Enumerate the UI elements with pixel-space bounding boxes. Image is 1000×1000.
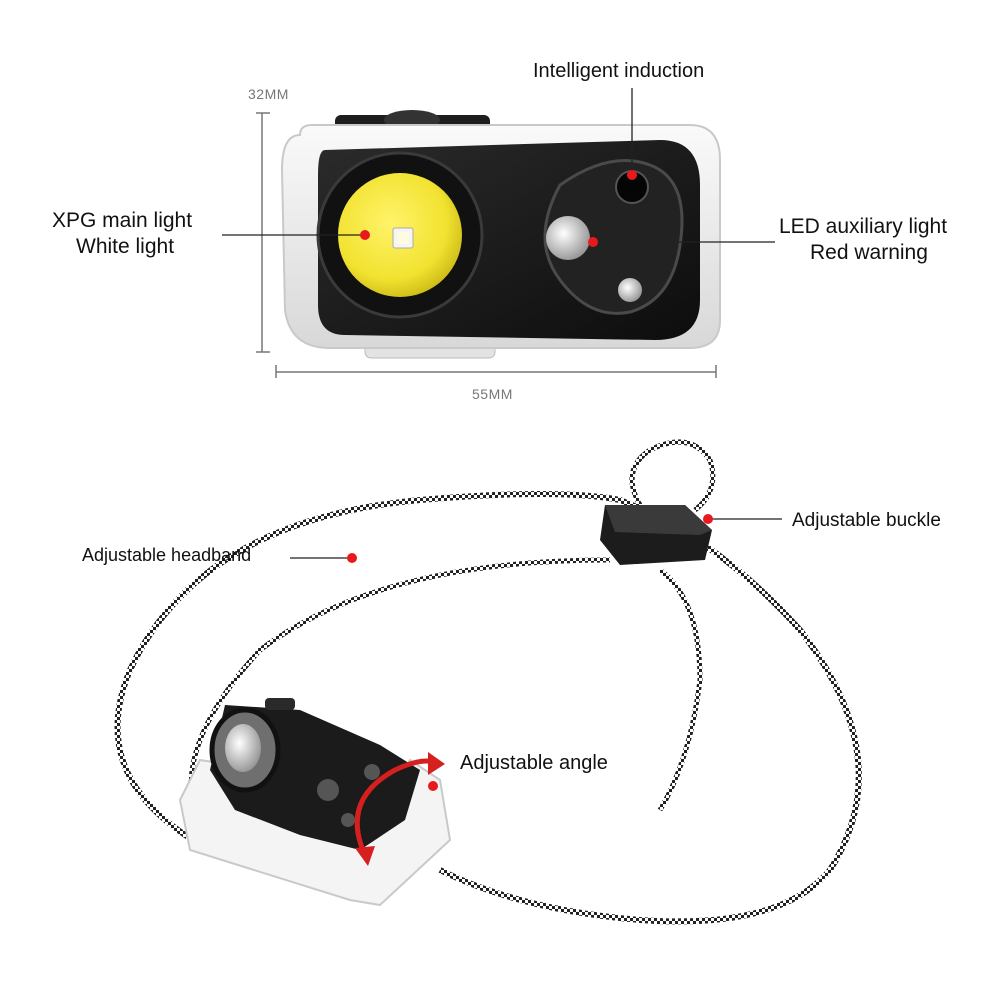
aux-light-marker: [588, 237, 598, 247]
height-dimension-line: [256, 112, 270, 353]
main-light-label-line2: White light: [76, 235, 175, 258]
main-light-marker: [360, 230, 370, 240]
buckle-label: Adjustable buckle: [792, 510, 941, 531]
adjust-angle-arrow: [354, 758, 436, 857]
angle-marker: [428, 781, 438, 791]
induction-marker: [627, 170, 637, 180]
main-light-label-line1: XPG main light: [52, 209, 193, 232]
headband-marker: [347, 553, 357, 563]
aux-light-label-line2: Red warning: [810, 241, 928, 264]
aux-light-panel: [543, 159, 684, 315]
angle-label: Adjustable angle: [460, 752, 608, 774]
adjustable-buckle: [600, 505, 712, 565]
aux-led-lens: [546, 216, 590, 260]
red-led-lens: [618, 278, 642, 302]
height-dimension-label: 32MM: [248, 86, 289, 102]
width-dimension-line: [275, 365, 717, 378]
front-view-headlamp: [222, 88, 775, 378]
intelligent-induction-label: Intelligent induction: [533, 60, 705, 82]
width-dimension-label: 55MM: [472, 386, 513, 402]
mounted-headlamp: [178, 698, 452, 907]
aux-light-label-line1: LED auxiliary light: [779, 215, 948, 238]
buckle-marker: [703, 514, 713, 524]
headband-label: Adjustable headband: [82, 545, 252, 565]
headband-assembly: [114, 439, 862, 925]
